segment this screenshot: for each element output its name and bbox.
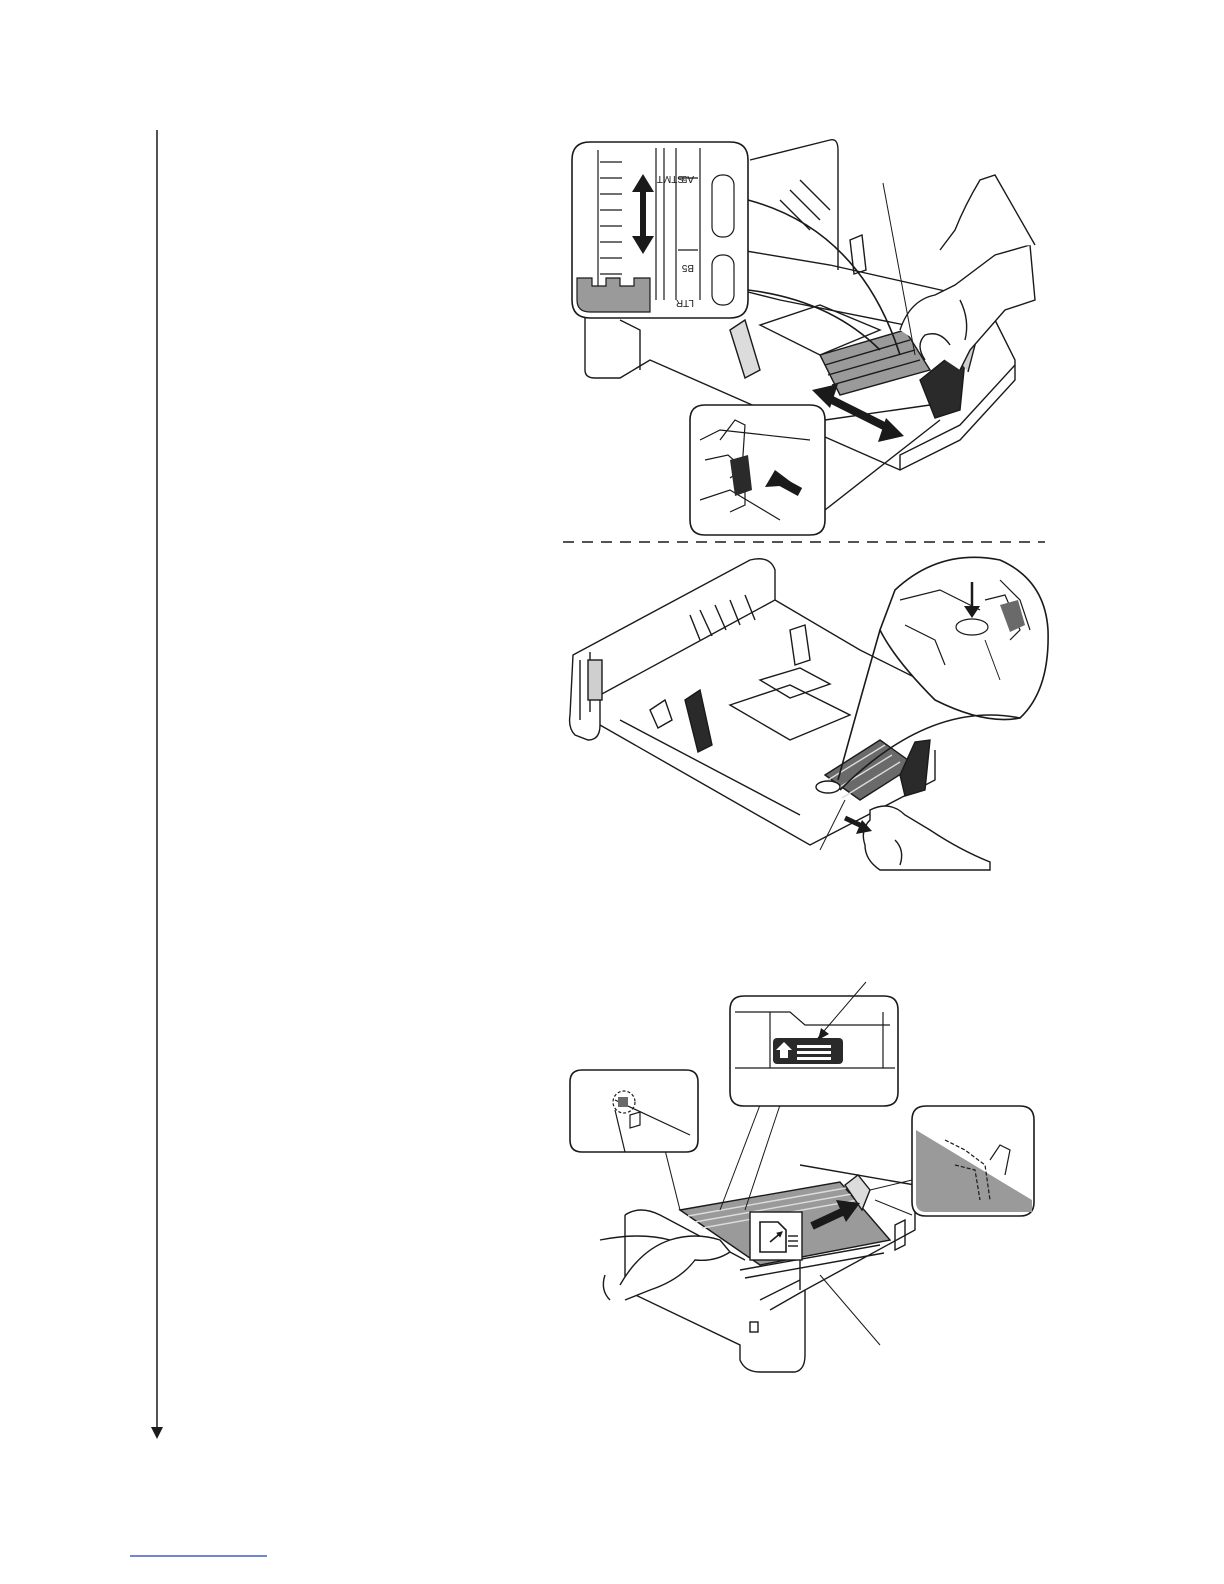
scale-label-b5: B5 bbox=[681, 262, 694, 273]
paper-stack-icon bbox=[750, 1212, 802, 1260]
scale-label-a5: A5 bbox=[681, 173, 694, 184]
inset-push-lever bbox=[690, 405, 940, 535]
load-limit-icon bbox=[773, 1038, 843, 1064]
inset-guide-detail bbox=[912, 1106, 1034, 1216]
flow-arrowhead-icon bbox=[151, 1427, 163, 1439]
scale-label-stmt: STMT bbox=[657, 173, 684, 184]
scale-label-ltr: LTR bbox=[676, 297, 694, 308]
inset-corner-detail bbox=[570, 1070, 698, 1152]
inset-load-limit bbox=[730, 982, 898, 1106]
step-flow-line bbox=[151, 130, 163, 1439]
